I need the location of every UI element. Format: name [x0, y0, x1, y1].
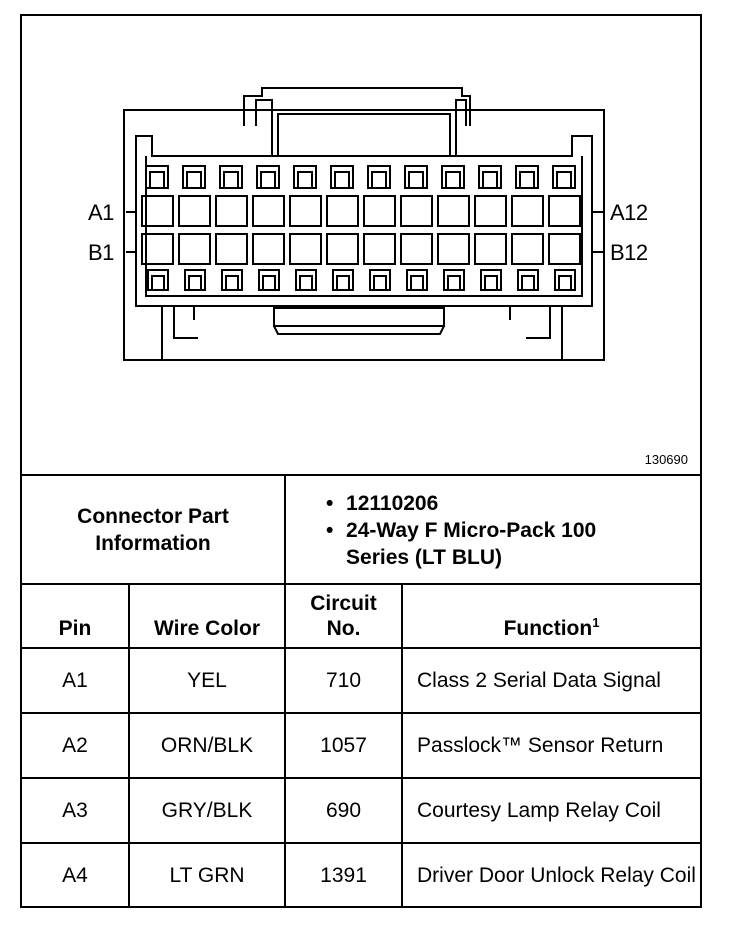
cavity-latch-bottom: [332, 269, 354, 291]
wire-color-cell: GRY/BLK: [127, 777, 287, 844]
header-circuit-no: Circuit No.: [284, 583, 404, 649]
cavity-a: [141, 195, 174, 227]
cavity-b: [326, 233, 359, 265]
table-row: A3 GRY/BLK 690 Courtesy Lamp Relay Coil: [22, 777, 701, 844]
cavity-b: [289, 233, 322, 265]
wire-color-cell: ORN/BLK: [127, 712, 287, 779]
function-cell: Passlock™ Sensor Return: [401, 712, 701, 779]
cavity-a: [363, 195, 396, 227]
cavity-a: [400, 195, 433, 227]
cavity-b: [437, 233, 470, 265]
connector-info-item: •24-Way F Micro-Pack 100 Series (LT BLU): [326, 517, 700, 571]
connector-part-number: 12110206: [346, 492, 439, 515]
cavity-a: [252, 195, 285, 227]
cavity-a: [548, 195, 581, 227]
pin-cell: A2: [22, 712, 130, 779]
cavity-latch-top: [256, 165, 280, 189]
cavity-b: [215, 233, 248, 265]
pin-cell: A1: [22, 647, 130, 714]
cavity-a: [474, 195, 507, 227]
cavity-latch-top: [330, 165, 354, 189]
cavity-latch-top: [441, 165, 465, 189]
connector-description: 24-Way F Micro-Pack 100 Series (LT BLU): [346, 519, 597, 569]
function-cell: Driver Door Unlock Relay Coil: [401, 842, 701, 908]
connector-pinout-table: Connector Part Information •12110206 •24…: [22, 474, 701, 908]
cavity-latch-bottom: [184, 269, 206, 291]
pin-label-a1: A1: [88, 200, 114, 225]
wire-color-cell: YEL: [127, 647, 287, 714]
cavity-latch-bottom: [147, 269, 169, 291]
pin-label-b1: B1: [88, 240, 114, 265]
cavity-latch-top: [219, 165, 243, 189]
cavity-latch-top: [515, 165, 539, 189]
circuit-cell: 690: [284, 777, 404, 844]
cavity-b: [511, 233, 544, 265]
connector-info-item: •12110206: [326, 492, 439, 515]
cavity-latch-bottom: [295, 269, 317, 291]
cavity-latch-top: [478, 165, 502, 189]
cavity-b: [252, 233, 285, 265]
pin-cell: A4: [22, 842, 130, 908]
cavity-a: [215, 195, 248, 227]
cavity-b: [178, 233, 211, 265]
pin-cell: A3: [22, 777, 130, 844]
table-row: A1 YEL 710 Class 2 Serial Data Signal: [22, 647, 701, 714]
cavity-a: [289, 195, 322, 227]
cavity-latch-top: [182, 165, 206, 189]
header-function-label: Function: [503, 617, 593, 640]
cavity-latch-bottom: [480, 269, 502, 291]
cavity-latch-bottom: [258, 269, 280, 291]
function-cell: Courtesy Lamp Relay Coil: [401, 777, 701, 844]
connector-info-list: •12110206 •24-Way F Micro-Pack 100 Serie…: [284, 474, 701, 585]
function-cell: Class 2 Serial Data Signal: [401, 647, 701, 714]
header-function-footnote: 1: [592, 615, 600, 630]
connector-face-drawing: [123, 87, 605, 361]
cavity-latch-bottom: [443, 269, 465, 291]
cavity-a: [326, 195, 359, 227]
connector-info-row: Connector Part Information •12110206 •24…: [22, 474, 701, 585]
cavity-latch-bottom: [517, 269, 539, 291]
cavity-a: [511, 195, 544, 227]
cavity-latch-top: [293, 165, 317, 189]
header-wire-color: Wire Color: [127, 583, 287, 649]
header-pin: Pin: [22, 583, 130, 649]
cavity-latch-bottom: [221, 269, 243, 291]
circuit-cell: 1391: [284, 842, 404, 908]
cavity-b: [363, 233, 396, 265]
connector-frame: A1 B1 A12 B12 130690 Connector Part Info…: [20, 14, 702, 908]
drawing-number: 130690: [644, 452, 688, 467]
connector-diagram: A1 B1 A12 B12 130690: [22, 16, 700, 474]
circuit-cell: 1057: [284, 712, 404, 779]
header-circuit-no-label: Circuit No.: [310, 592, 377, 640]
cavity-latch-bottom: [554, 269, 576, 291]
table-row: A2 ORN/BLK 1057 Passlock™ Sensor Return: [22, 712, 701, 779]
connector-info-label: Connector Part Information: [22, 474, 287, 585]
header-function: Function1: [401, 583, 701, 649]
cavity-latch-top: [367, 165, 391, 189]
cavity-latch-bottom: [369, 269, 391, 291]
cavity-a: [178, 195, 211, 227]
cavity-latch-top: [404, 165, 428, 189]
cavity-a: [437, 195, 470, 227]
cavity-b: [548, 233, 581, 265]
cavity-latch-top: [552, 165, 576, 189]
wire-color-cell: LT GRN: [127, 842, 287, 908]
cavity-b: [474, 233, 507, 265]
table-row: A4 LT GRN 1391 Driver Door Unlock Relay …: [22, 842, 701, 908]
cavity-latch-bottom: [406, 269, 428, 291]
table-header-row: Pin Wire Color Circuit No. Function1: [22, 583, 701, 649]
circuit-cell: 710: [284, 647, 404, 714]
cavity-latch-top: [145, 165, 169, 189]
pin-label-b12: B12: [610, 240, 648, 265]
cavity-b: [141, 233, 174, 265]
cavity-b: [400, 233, 433, 265]
pin-label-a12: A12: [610, 200, 648, 225]
